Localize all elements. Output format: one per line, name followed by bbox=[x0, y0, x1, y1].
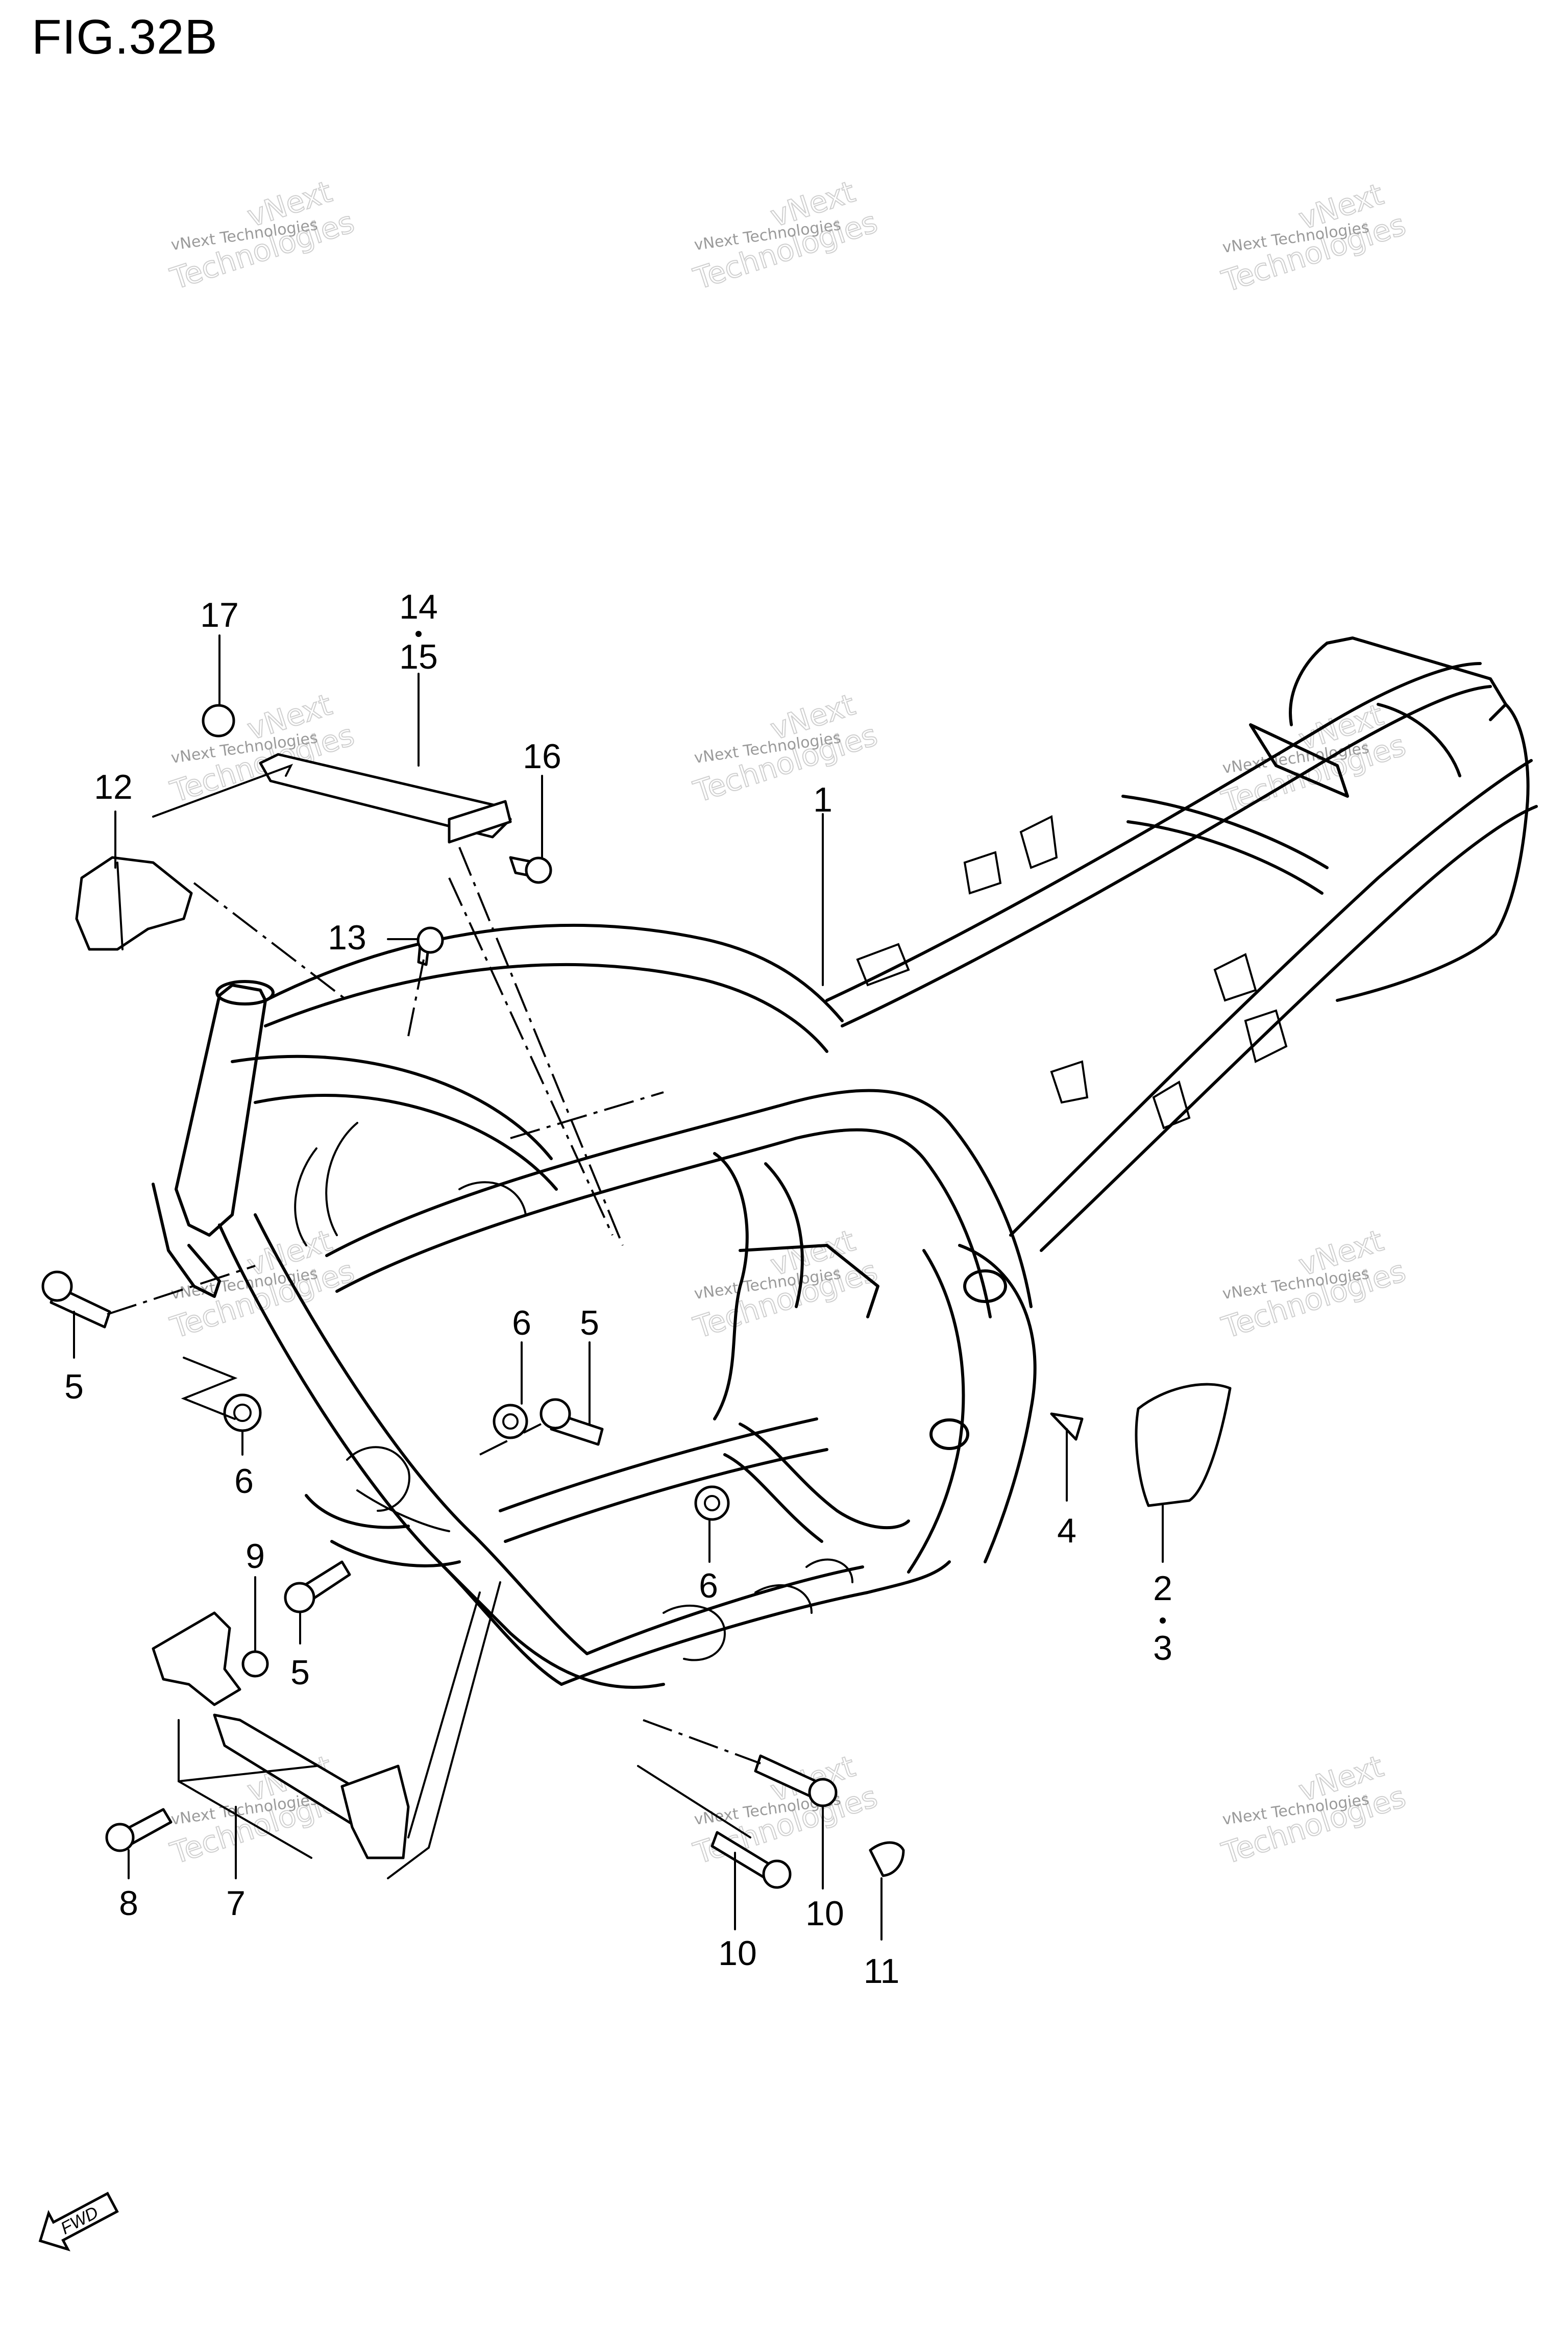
cover-12 bbox=[75, 856, 193, 951]
frame-assembly bbox=[152, 636, 1538, 1689]
callout-11: 11 bbox=[864, 1952, 900, 1991]
callout-12: 12 bbox=[94, 768, 133, 806]
pad-2-3 bbox=[1135, 1383, 1232, 1507]
callout-6b: 6 bbox=[234, 1462, 254, 1501]
nut-9 bbox=[241, 1650, 269, 1678]
callout-9: 9 bbox=[246, 1537, 265, 1576]
cap-11 bbox=[869, 1841, 905, 1877]
callout-2: 2 bbox=[1153, 1569, 1172, 1608]
callout-4: 4 bbox=[1057, 1511, 1076, 1550]
bolt-5a bbox=[41, 1270, 111, 1329]
callout-10a: 10 bbox=[805, 1894, 844, 1933]
parts bbox=[41, 704, 1232, 1889]
callout-6a: 6 bbox=[512, 1304, 531, 1342]
callout-7: 7 bbox=[226, 1884, 246, 1923]
figure-title: FIG.32B bbox=[32, 10, 218, 64]
bolt-5b bbox=[540, 1398, 604, 1446]
callout-17: 17 bbox=[200, 596, 239, 634]
callout-6c: 6 bbox=[699, 1566, 718, 1605]
callout-13: 13 bbox=[328, 918, 366, 957]
clip-4 bbox=[1050, 1412, 1084, 1441]
callout-labels: 17 14 15 16 12 13 1 5 6 6 5 6 9 5 4 2 3 … bbox=[64, 587, 1172, 1991]
bolt-5c bbox=[284, 1560, 351, 1613]
callout-5b: 5 bbox=[580, 1304, 599, 1342]
callout-16: 16 bbox=[523, 737, 561, 776]
fwd-badge: FWD bbox=[38, 2192, 119, 2252]
bracket-upper bbox=[152, 1611, 241, 1706]
callout-5c: 5 bbox=[290, 1653, 310, 1692]
callout-dot-14-15 bbox=[415, 631, 422, 637]
collar-6a bbox=[223, 1393, 262, 1432]
callout-3: 3 bbox=[1153, 1629, 1172, 1667]
callout-10b: 10 bbox=[718, 1934, 757, 1973]
callout-15: 15 bbox=[399, 637, 438, 676]
callout-14: 14 bbox=[399, 587, 438, 626]
callout-8: 8 bbox=[119, 1884, 138, 1923]
leader-lines bbox=[73, 634, 1164, 1941]
collar-6c bbox=[694, 1485, 730, 1521]
callout-5a: 5 bbox=[64, 1367, 84, 1406]
collar-6b bbox=[493, 1404, 528, 1439]
callout-1: 1 bbox=[813, 780, 832, 819]
nut-17 bbox=[202, 704, 235, 738]
callout-dot-2-3 bbox=[1160, 1617, 1166, 1624]
